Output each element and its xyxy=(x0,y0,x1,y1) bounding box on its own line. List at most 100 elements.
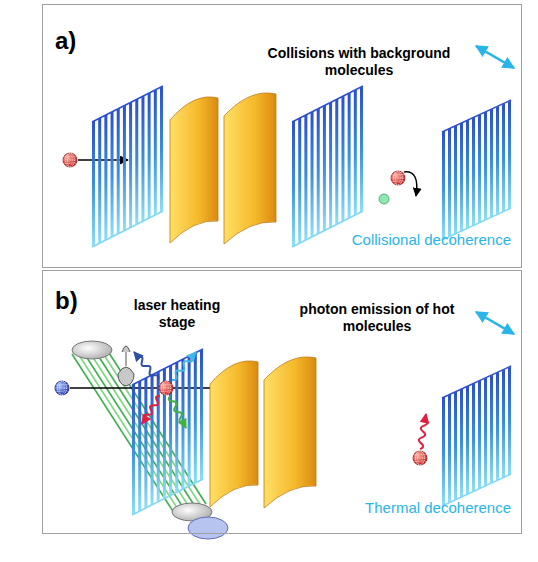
panel-letter: a) xyxy=(55,27,76,56)
molecule-mesh xyxy=(57,381,66,395)
molecule xyxy=(55,381,69,395)
grating-bar xyxy=(496,106,499,215)
grating-bar xyxy=(490,375,493,484)
molecule-mesh xyxy=(63,156,76,157)
molecule xyxy=(391,171,405,185)
panel-heading: photon emission of hot molecules xyxy=(297,301,457,335)
grating-bar xyxy=(304,114,307,240)
grating-bar xyxy=(472,117,475,226)
grating-bar xyxy=(317,108,320,235)
panel-a-illustration xyxy=(63,46,514,247)
grating-bar xyxy=(502,369,505,478)
molecule xyxy=(159,381,173,395)
grating-bar xyxy=(92,121,95,248)
grating-bar xyxy=(448,128,451,237)
grating-frame xyxy=(92,211,163,247)
grating-bar xyxy=(442,397,445,506)
molecule-body xyxy=(55,381,69,395)
laser-beam xyxy=(102,342,206,504)
stage-label: laser heating stage xyxy=(123,297,231,331)
photon-arrow xyxy=(172,352,196,380)
grating-bar xyxy=(448,394,451,503)
grating-bar xyxy=(478,380,481,489)
grating-shift-arrow xyxy=(476,46,514,68)
molecule-mesh xyxy=(161,381,170,395)
grating-bar xyxy=(484,112,487,221)
molecule-mesh xyxy=(159,384,172,385)
grating-frame xyxy=(442,366,511,398)
photon-arrow xyxy=(419,414,427,449)
molecule-body xyxy=(159,381,173,395)
molecule-mesh xyxy=(393,171,402,185)
grating-bar xyxy=(194,353,197,485)
molecule-mesh xyxy=(55,384,68,385)
deflection-plate xyxy=(210,361,258,507)
deflection-plate xyxy=(264,357,316,508)
molecule-mesh xyxy=(391,174,404,175)
panel-heading: Collisions with background molecules xyxy=(267,45,451,79)
photon-arrow xyxy=(142,396,160,424)
grating-bar xyxy=(484,378,487,487)
grating-bar xyxy=(154,90,157,217)
molecule-body xyxy=(63,153,77,167)
grating-bar xyxy=(160,87,163,214)
panel-caption: Collisional decoherence xyxy=(352,231,511,249)
grating-bar xyxy=(360,87,363,214)
molecule-mesh xyxy=(415,451,424,465)
beam-dump xyxy=(188,517,228,539)
grating-bar xyxy=(292,121,295,248)
grating-bar xyxy=(98,117,101,244)
grating-bar xyxy=(466,120,469,229)
grating-bar xyxy=(148,93,151,220)
lens xyxy=(72,341,112,359)
grating-bar xyxy=(135,99,138,225)
grating-bar xyxy=(323,105,326,232)
grating-bar xyxy=(442,131,445,240)
laser-beam xyxy=(92,346,196,508)
grating xyxy=(92,86,163,247)
grating-bar xyxy=(111,111,114,238)
grating xyxy=(132,349,203,515)
molecule-mesh xyxy=(391,181,404,182)
grating-bar xyxy=(460,122,463,231)
grating-bar xyxy=(132,384,135,516)
grating-bar xyxy=(311,111,314,238)
grating-bar xyxy=(188,356,191,488)
grating-bar xyxy=(138,380,141,512)
grating-bar xyxy=(175,362,178,494)
grating-frame xyxy=(132,479,203,515)
panel-frame: b) laser heating stage photon emission of … xyxy=(42,270,522,534)
molecule-mesh xyxy=(159,391,172,392)
grating-bar xyxy=(335,99,338,225)
grating-bar xyxy=(329,102,332,229)
grating-bar xyxy=(478,114,481,223)
grating-bar xyxy=(490,109,493,218)
panel-frame: a) Collisions with background moleculesCo… xyxy=(42,4,522,268)
grating-bar xyxy=(472,383,475,492)
panel-letter: b) xyxy=(55,287,78,316)
grating-bar xyxy=(298,117,301,244)
grating-bar xyxy=(181,359,184,491)
grating-frame xyxy=(132,349,203,385)
molecule-body xyxy=(413,451,427,465)
deflection-plate xyxy=(170,97,218,243)
grating-frame xyxy=(92,86,163,122)
molecule-body xyxy=(391,171,405,185)
panel-caption: Thermal decoherence xyxy=(365,499,511,517)
grating-bar xyxy=(508,367,511,476)
detector xyxy=(118,346,134,386)
grating xyxy=(292,86,363,247)
grating-bar xyxy=(354,90,357,217)
grating-bar xyxy=(141,96,144,222)
grating-bar xyxy=(200,350,203,482)
grating-bar xyxy=(454,125,457,234)
scatter-arrow xyxy=(404,172,417,196)
molecule-mesh xyxy=(55,391,68,392)
photon-arrow xyxy=(169,396,186,428)
grating-bar xyxy=(129,102,132,229)
grating-frame xyxy=(292,86,363,122)
molecule xyxy=(63,153,77,167)
background-molecule xyxy=(379,194,389,204)
